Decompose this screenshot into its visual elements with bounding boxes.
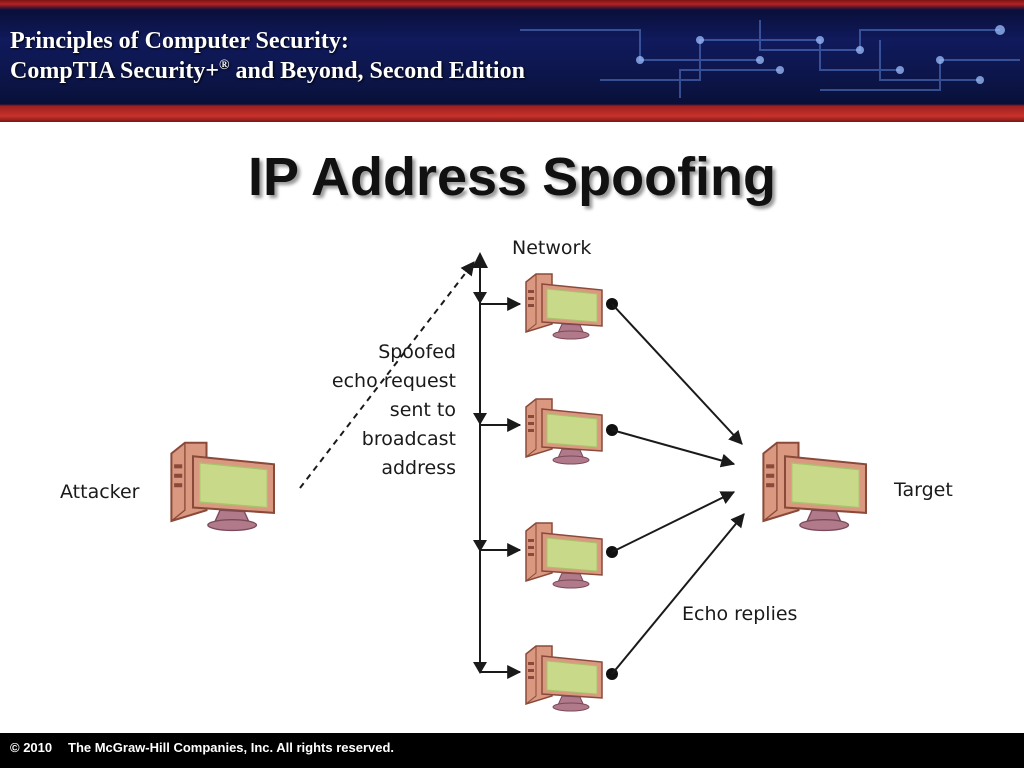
network-label: Network [512,237,591,259]
network-host-computer-icon-4 [525,645,603,712]
attacker-label: Attacker [60,481,140,503]
course-title-line2: CompTIA Security+® and Beyond, Second Ed… [10,56,525,86]
network-bus-arrow-up [472,252,488,268]
reply-arrow-2 [611,429,736,468]
course-title-line1: Principles of Computer Security: [10,28,349,54]
course-title: Principles of Computer Security: CompTIA… [10,26,525,86]
echo-replies-label: Echo replies [682,603,797,625]
circuit-board-graphic [520,20,1020,98]
reply-arrow-1 [611,303,743,445]
attacker-computer-icon [170,441,276,532]
bus-arrow-1 [473,292,487,304]
bus-arrow-4 [473,662,487,674]
network-host-computer-icon-3 [525,522,603,589]
network-host-computer-icon-2 [525,398,603,465]
bus-arrow-3 [473,540,487,552]
echo-reply-arrows [606,298,745,680]
request-label-line3: sent to [390,399,456,421]
reply-arrow-4 [611,513,745,675]
spoofed-request-dashed-line [299,261,475,489]
course-title-line2-suffix: and Beyond, Second Edition [229,58,525,84]
footer-bar: © 2010 The McGraw-Hill Companies, Inc. A… [0,733,1024,768]
copyright-notice: The McGraw-Hill Companies, Inc. All righ… [68,740,395,755]
target-computer-icon [762,441,868,532]
request-label-line2: echo request [332,370,456,392]
request-label-line4: broadcast [362,428,456,450]
slide-title: IP Address Spoofing [247,147,777,207]
bus-arrow-2 [473,413,487,425]
header-banner: Principles of Computer Security: CompTIA… [0,0,1024,122]
spoofed-request-label: Spoofed echo request sent to broadcast a… [332,341,456,479]
reply-arrow-3 [611,491,736,553]
target-label: Target [893,479,953,501]
course-title-line2-prefix: CompTIA Security+ [10,58,220,84]
copyright-year: © 2010 [10,740,53,755]
network-host-computer-icon-1 [525,273,603,340]
registered-mark: ® [219,58,230,73]
request-label-line5: address [381,457,456,479]
request-label-line1: Spoofed [378,341,456,363]
